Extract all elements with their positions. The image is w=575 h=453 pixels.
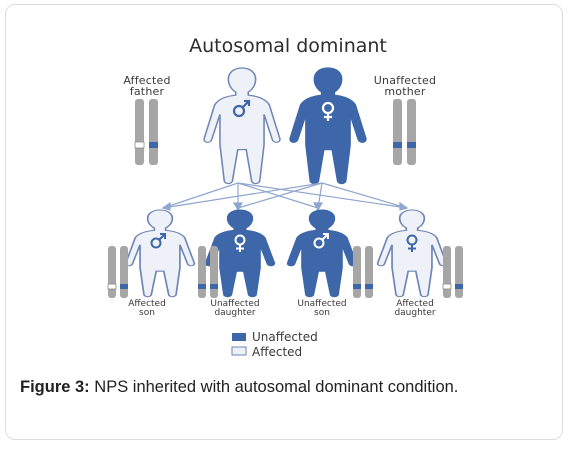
child4-label-line1: Affected [396, 299, 434, 309]
father-chromosomes [134, 99, 158, 165]
female-symbol-icon [406, 234, 418, 252]
legend-affected-swatch [231, 346, 247, 356]
legend-unaffected-swatch [232, 333, 246, 341]
caption-label: Figure 3: [20, 378, 90, 396]
child1-chromosomes [107, 246, 128, 298]
caption-text: NPS inherited with autosomal dominant co… [89, 378, 459, 396]
child3-chromosomes [353, 246, 373, 298]
inheritance-diagram: Autosomal dominant Affected father Unaff… [107, 35, 463, 359]
child3-label-line2: son [314, 308, 330, 318]
inheritance-arrows [161, 182, 409, 212]
mother-chromosomes [393, 99, 416, 165]
child-affected-daughter-figure [376, 209, 448, 298]
mother-figure [289, 67, 367, 185]
female-symbol-icon [234, 234, 246, 252]
child2-chromosomes [198, 246, 218, 298]
male-symbol-icon [313, 233, 329, 249]
legend: Unaffected Affected [231, 330, 318, 359]
father-label-line1: Affected [123, 74, 170, 87]
child4-label-line2: daughter [394, 308, 435, 318]
child2-label-line1: Unaffected [210, 299, 259, 309]
child2-label-line2: daughter [214, 308, 255, 318]
figure-caption: Figure 3: NPS inherited with autosomal d… [20, 378, 560, 397]
female-symbol-icon [321, 101, 335, 121]
diagram-title: Autosomal dominant [189, 35, 387, 57]
mother-label-line2: mother [384, 85, 425, 98]
male-symbol-icon [232, 99, 251, 118]
child-unaffected-son-figure [286, 209, 358, 298]
father-label-line2: father [130, 85, 165, 98]
father-figure [203, 67, 281, 185]
male-symbol-icon [150, 233, 166, 249]
legend-affected-label: Affected [252, 345, 302, 359]
child1-label-line1: Affected [128, 299, 166, 309]
child-affected-son-figure [124, 209, 196, 298]
child3-label-line1: Unaffected [297, 299, 346, 309]
legend-unaffected-label: Unaffected [252, 330, 318, 344]
child4-chromosomes [442, 246, 463, 298]
mother-label-line1: Unaffected [374, 74, 436, 87]
figure-frame [5, 4, 563, 440]
child1-label-line2: son [139, 308, 155, 318]
